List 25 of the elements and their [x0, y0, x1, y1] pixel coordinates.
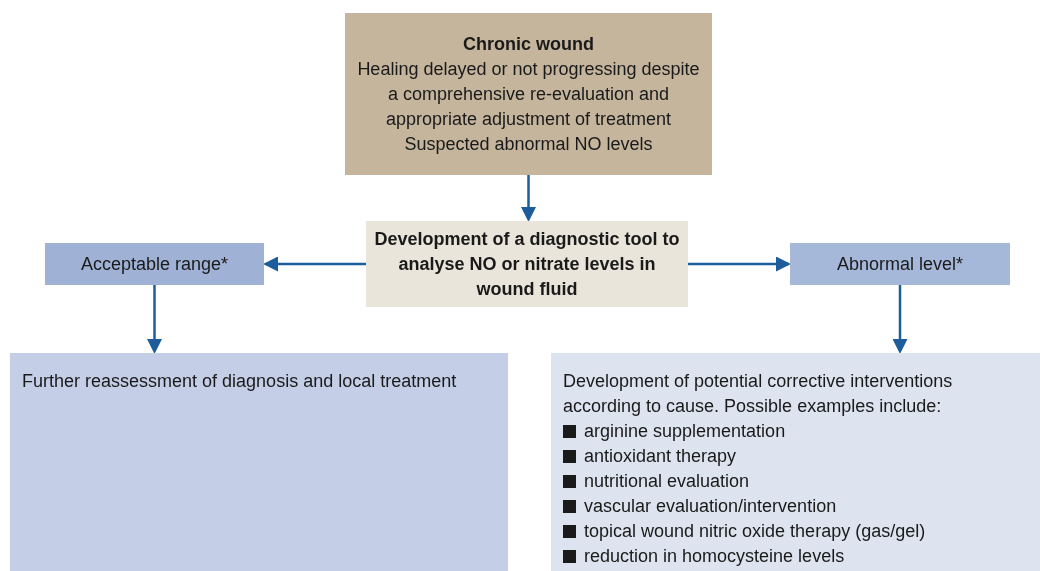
node-text: Further reassessment of diagnosis and local treatment [22, 370, 458, 393]
process-box [345, 13, 712, 175]
list-item: arginine supplementation [584, 420, 786, 443]
process-box [10, 353, 508, 571]
list-item: reduction in homocysteine levels [584, 545, 845, 568]
node-text: Acceptable range* [80, 252, 229, 276]
node-heading: Chronic wound [463, 32, 594, 56]
node-text: Development of potential corrective interventions according to cause. Possible examples include: [563, 370, 954, 418]
arrow [688, 256, 791, 272]
process-box [366, 221, 688, 307]
arrow [892, 285, 908, 354]
node-text: Abnormal level* [836, 252, 964, 276]
list-item: nutritional evaluation [584, 470, 750, 493]
list-item: topical wound nitric oxide therapy (gas/gel) [584, 520, 926, 543]
list-item: antioxidant therapy [584, 445, 737, 468]
arrow [263, 256, 366, 272]
process-box [790, 243, 1010, 285]
arrow [147, 285, 162, 354]
node-text: Suspected abnormal NO levels [404, 132, 653, 156]
node-text: Development of a diagnostic tool to analyse NO or nitrate levels in wound fluid [374, 227, 680, 301]
process-box [551, 353, 1040, 571]
node-text: Healing delayed or not progressing despite a comprehensive re-evaluation and appropriate adjustment of treatment [356, 57, 701, 131]
list-item: vascular evaluation/intervention [584, 495, 837, 518]
arrow [521, 175, 536, 222]
process-box [45, 243, 264, 285]
